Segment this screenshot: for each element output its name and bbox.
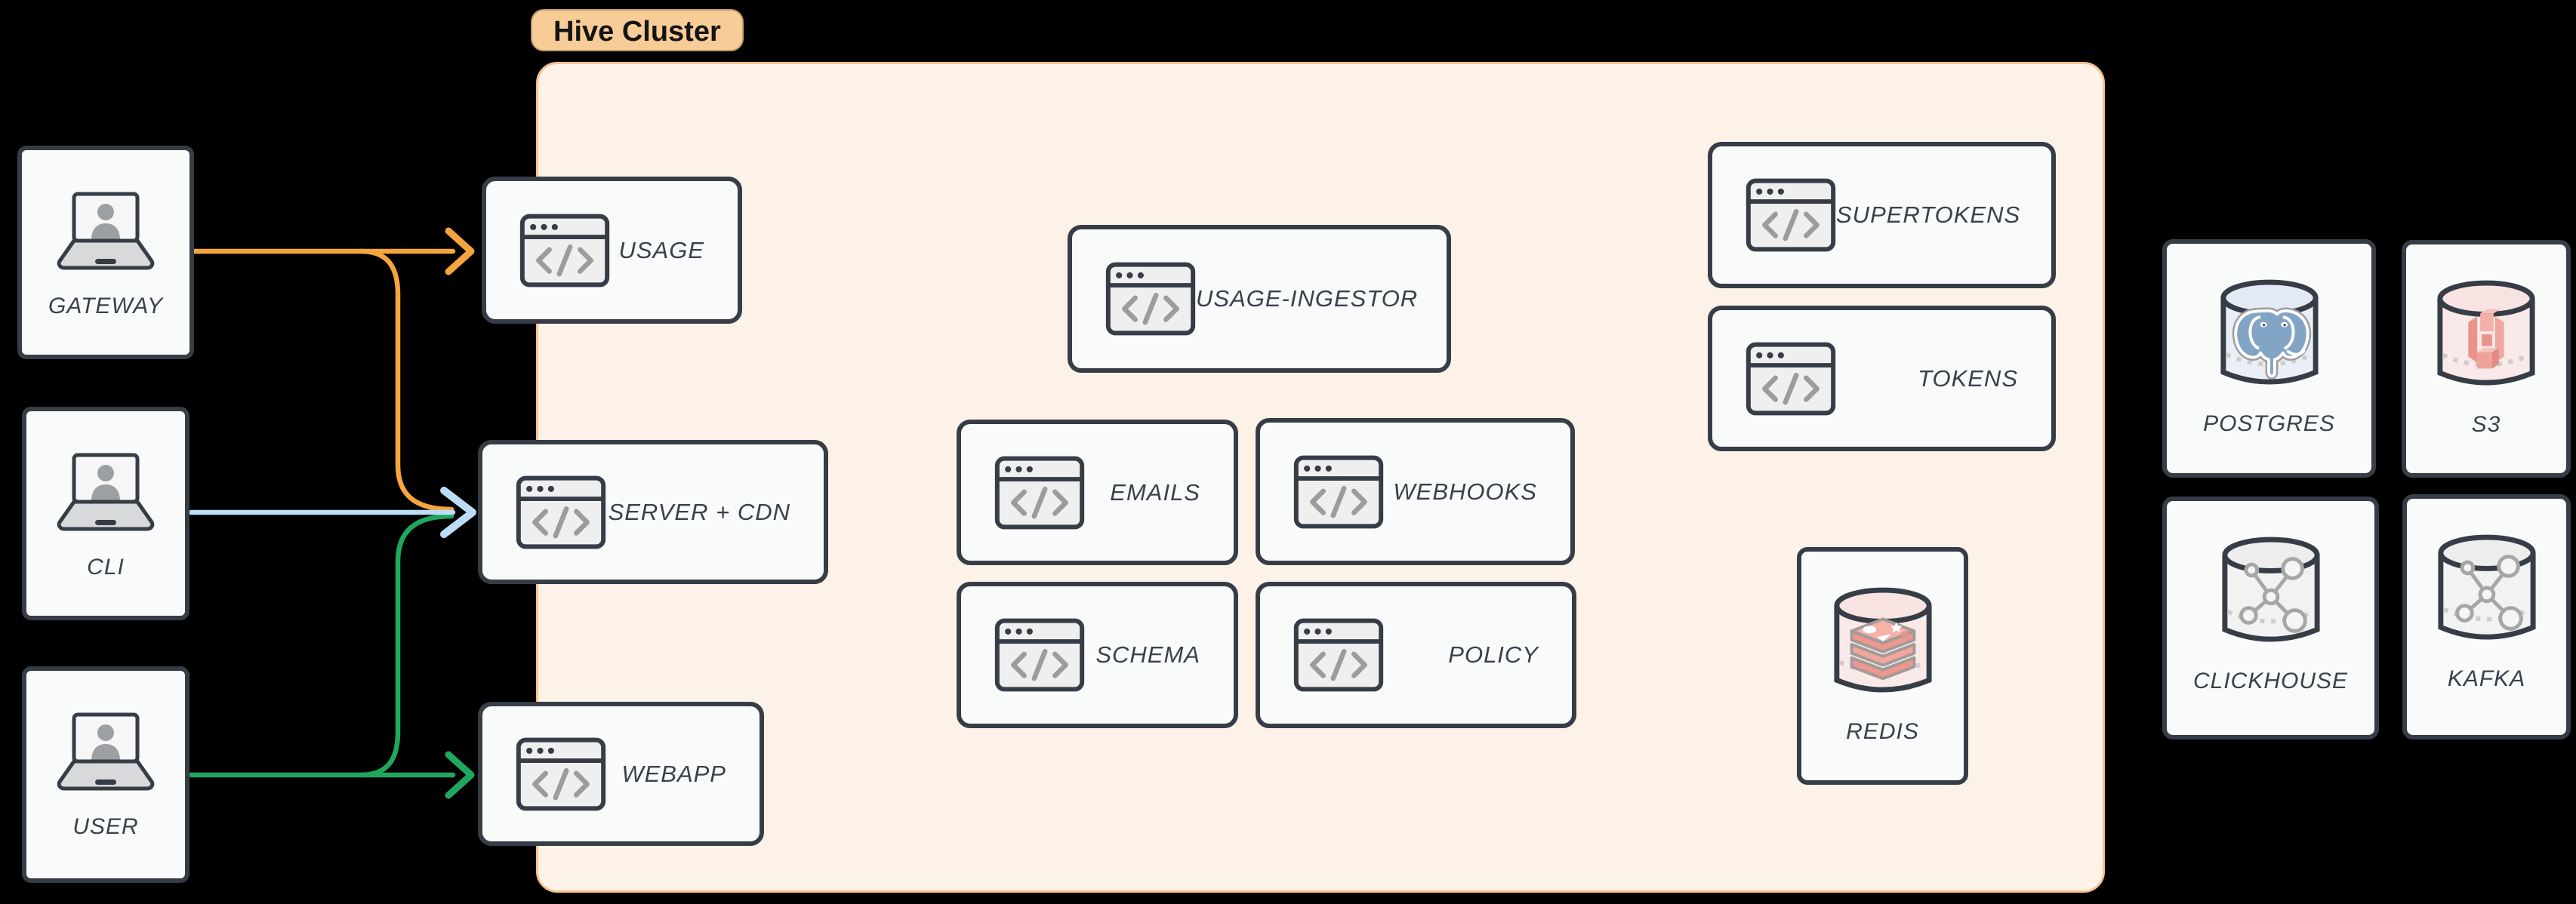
- service-label-emails: EMAILS: [1110, 478, 1200, 506]
- postgres-database-icon: [2217, 278, 2322, 392]
- arrowhead-server-cdn: [440, 487, 476, 538]
- service-label-policy: POLICY: [1448, 641, 1539, 668]
- datastore-box-postgres: POSTGRES: [2162, 239, 2376, 478]
- actor-label-user: USER: [72, 814, 139, 839]
- service-box-schema: SCHEMA: [957, 582, 1238, 728]
- datastore-label-s3: S3: [2471, 412, 2501, 437]
- datastore-box-kafka: KAFKA: [2402, 494, 2571, 739]
- clickhouse-database-icon: [2219, 536, 2323, 649]
- arrowhead-webapp: [445, 751, 475, 799]
- service-label-schema: SCHEMA: [1095, 641, 1200, 668]
- datastore-label-kafka: KAFKA: [2447, 666, 2526, 691]
- datastore-label-redis: REDIS: [1846, 719, 1919, 744]
- service-box-emails: EMAILS: [957, 420, 1238, 565]
- code-window-icon: [516, 737, 606, 811]
- service-label-usage: USAGE: [618, 236, 704, 263]
- actor-box-user: USER: [22, 666, 190, 883]
- service-label-webapp: WEBAPP: [621, 760, 726, 787]
- service-box-webapp: WEBAPP: [478, 702, 764, 846]
- edge-gateway-to-server-cdn: [358, 248, 454, 512]
- service-box-webhooks: WEBHOOKS: [1256, 418, 1575, 565]
- actor-label-gateway: GATEWAY: [48, 294, 164, 318]
- datastore-box-redis: REDIS: [1797, 547, 1968, 785]
- code-window-icon: [1293, 618, 1384, 692]
- service-box-server-cdn: SERVER + CDN: [478, 440, 828, 584]
- service-box-usage: USAGE: [482, 177, 742, 324]
- service-label-tokens: TOKENS: [1918, 364, 2018, 392]
- kafka-database-icon: [2435, 533, 2539, 647]
- code-window-icon: [994, 456, 1085, 530]
- code-window-icon: [519, 214, 610, 287]
- laptop-user-icon: [45, 452, 166, 535]
- service-label-supertokens: SUPERTOKENS: [1836, 201, 2021, 228]
- service-box-usage-ingestor: USAGE-INGESTOR: [1068, 225, 1451, 373]
- code-window-icon: [1293, 455, 1384, 529]
- actor-label-cli: CLI: [87, 555, 125, 580]
- redis-database-icon: [1831, 586, 1935, 700]
- laptop-user-icon: [45, 191, 166, 274]
- code-window-icon: [516, 475, 606, 549]
- edge-user-to-server-cdn: [358, 513, 454, 778]
- datastore-box-clickhouse: CLICKHOUSE: [2162, 497, 2379, 739]
- service-box-policy: POLICY: [1256, 582, 1576, 728]
- datastore-label-clickhouse: CLICKHOUSE: [2192, 669, 2349, 693]
- actor-box-gateway: GATEWAY: [17, 146, 194, 359]
- service-label-server-cdn: SERVER + CDN: [608, 498, 790, 525]
- service-label-usage-ingestor: USAGE-INGESTOR: [1196, 285, 1419, 312]
- datastore-label-postgres: POSTGRES: [2203, 411, 2335, 436]
- code-window-icon: [1105, 262, 1196, 336]
- arrowhead-usage: [445, 227, 475, 275]
- hive-cluster-badge: Hive Cluster: [531, 9, 744, 51]
- datastore-box-s3: S3: [2402, 240, 2571, 478]
- code-window-icon: [994, 618, 1085, 692]
- laptop-user-icon: [45, 712, 166, 795]
- s3-database-icon: [2434, 279, 2538, 392]
- service-box-supertokens: SUPERTOKENS: [1708, 142, 2056, 288]
- service-label-webhooks: WEBHOOKS: [1393, 478, 1537, 505]
- code-window-icon: [1746, 178, 1836, 252]
- code-window-icon: [1746, 342, 1836, 416]
- actor-box-cli: CLI: [22, 407, 190, 620]
- service-box-tokens: TOKENS: [1708, 306, 2056, 451]
